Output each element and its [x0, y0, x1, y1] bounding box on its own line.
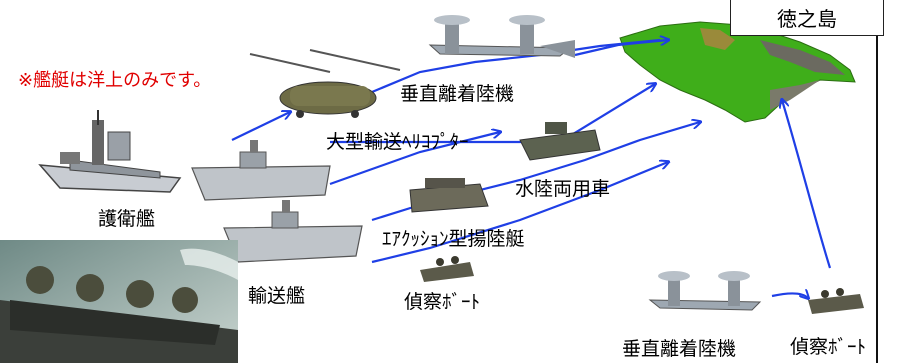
vtol-bottom-label: 垂直離着陸機	[622, 338, 737, 360]
hovercraft-label: ｴｱｸｯｼｮﾝ型揚陸艇	[382, 228, 525, 250]
arrow-right-boat	[771, 293, 808, 298]
vtol-aircraft-top-icon	[428, 15, 575, 58]
large-helicopter-icon	[249, 49, 401, 118]
landing-boat-photo	[0, 240, 238, 363]
arrow-recon-boat	[371, 162, 668, 264]
arrow-vtol-to-island	[574, 40, 668, 57]
arrow-heli	[231, 112, 290, 141]
transport-ship-upper-icon	[191, 140, 331, 201]
arrow-heli-to-island	[371, 38, 661, 94]
arrow-ship-to-vehicles	[329, 132, 500, 186]
transport-ship-label: 輸送艦	[248, 285, 306, 307]
vtol-top-label: 垂直離着陸機	[400, 83, 515, 105]
amphibious-vehicle-label: 水陸両用車	[515, 178, 611, 200]
recon-boat-center-label: 偵察ﾎﾞｰﾄ	[404, 291, 481, 313]
note-text: ※艦艇は洋上のみです。	[18, 70, 212, 91]
escort-ship-label: 護衛艦	[98, 208, 156, 230]
recon-boat-right-icon	[808, 288, 864, 314]
island-illustration	[619, 21, 856, 123]
recon-boat-center-icon	[420, 256, 474, 282]
hovercraft-icon	[409, 178, 489, 213]
vtol-aircraft-bottom-icon	[648, 271, 762, 311]
right-divider-line	[876, 0, 878, 363]
transport-ship-lower-icon	[223, 200, 363, 263]
large-helicopter-label: 大型輸送ﾍﾘｺﾌﾟﾀｰ	[326, 131, 469, 153]
island-label-box: 徳之島	[730, 0, 884, 36]
amphibious-vehicle-icon	[519, 122, 601, 161]
arrow-right-vtol	[782, 100, 832, 269]
recon-boat-right-label: 偵察ﾎﾞｰﾄ	[790, 336, 867, 358]
escort-ship-icon	[38, 110, 182, 193]
